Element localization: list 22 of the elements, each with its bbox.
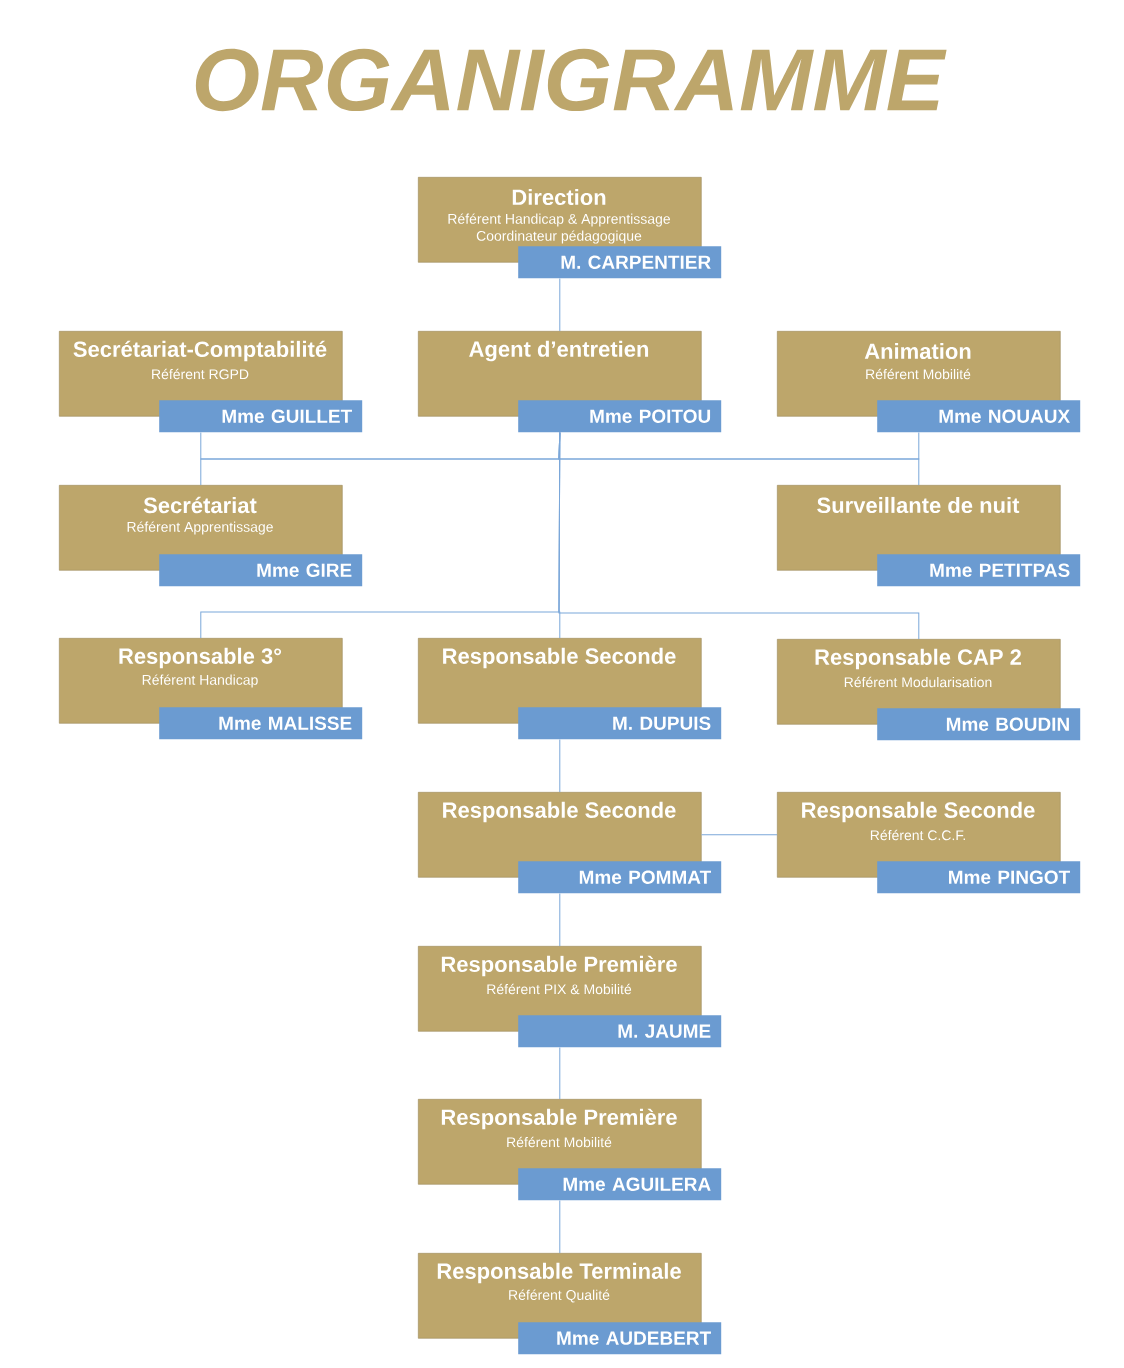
- connector-line: [559, 892, 561, 947]
- name-tag: Mme NOUAUX: [877, 400, 1081, 433]
- name-tag: Mme GIRE: [159, 554, 363, 587]
- name-tag: Mme MALISSE: [159, 707, 363, 740]
- name-tag: Mme POITOU: [518, 400, 722, 433]
- connector-line: [559, 738, 561, 793]
- name-tag: M. CARPENTIER: [518, 246, 722, 279]
- name-tag: Mme PINGOT: [877, 861, 1081, 894]
- connector-line: [559, 277, 561, 332]
- name-tag: Mme PETITPAS: [877, 554, 1081, 587]
- name-tag: Mme POMMAT: [518, 861, 722, 894]
- name-tag: Mme GUILLET: [159, 400, 363, 433]
- title: ORGANIGRAMME: [195, 48, 947, 112]
- connector-line: [701, 834, 778, 836]
- connector-line: [559, 1046, 561, 1100]
- name-tag: Mme BOUDIN: [877, 708, 1081, 741]
- name-tag: M. JAUME: [518, 1015, 722, 1048]
- name-tag: Mme AGUILERA: [518, 1168, 722, 1201]
- name-tag: M. DUPUIS: [518, 707, 722, 740]
- name-tag: Mme AUDEBERT: [518, 1322, 722, 1355]
- connector-line: [558, 431, 920, 640]
- connector-line: [559, 1199, 561, 1254]
